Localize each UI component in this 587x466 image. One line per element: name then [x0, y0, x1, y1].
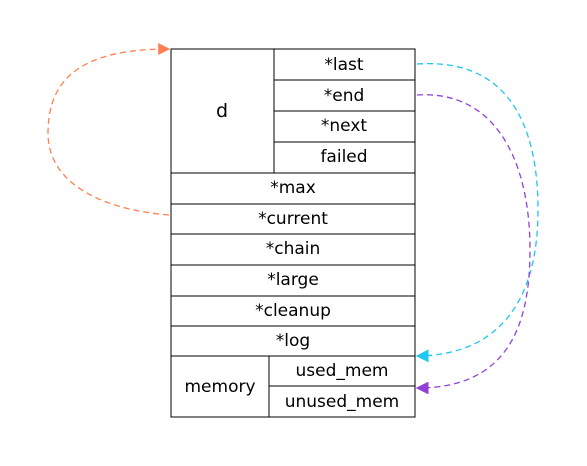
- field-label-failed: failed: [320, 147, 367, 167]
- arrow-current-to-d: [47, 43, 171, 216]
- arrow-last-to-used-mem: [415, 63, 539, 363]
- field-label-large: *large: [267, 270, 319, 290]
- field-label-log: *log: [276, 331, 310, 351]
- field-label-current: *current: [258, 209, 328, 229]
- field-label-used-mem: used_mem: [296, 361, 389, 381]
- field-label-unused-mem: unused_mem: [285, 392, 400, 412]
- field-label-cleanup: *cleanup: [255, 301, 331, 321]
- field-label-max: *max: [270, 178, 316, 198]
- field-label-end: *end: [324, 86, 365, 106]
- d-label: d: [216, 100, 228, 122]
- d-block: d *last *end *next failed: [170, 48, 416, 174]
- field-rows: *max *current *chain *large *cleanup *lo…: [170, 172, 416, 357]
- field-label-last: *last: [324, 55, 363, 75]
- field-cell-unused-mem: [268, 385, 416, 418]
- memory-block: memory used_mem unused_mem: [170, 355, 416, 418]
- arrow-end-to-unused-mem: [415, 94, 531, 395]
- memory-label: memory: [184, 377, 255, 397]
- field-label-chain: *chain: [266, 239, 321, 259]
- field-label-next: *next: [321, 116, 367, 136]
